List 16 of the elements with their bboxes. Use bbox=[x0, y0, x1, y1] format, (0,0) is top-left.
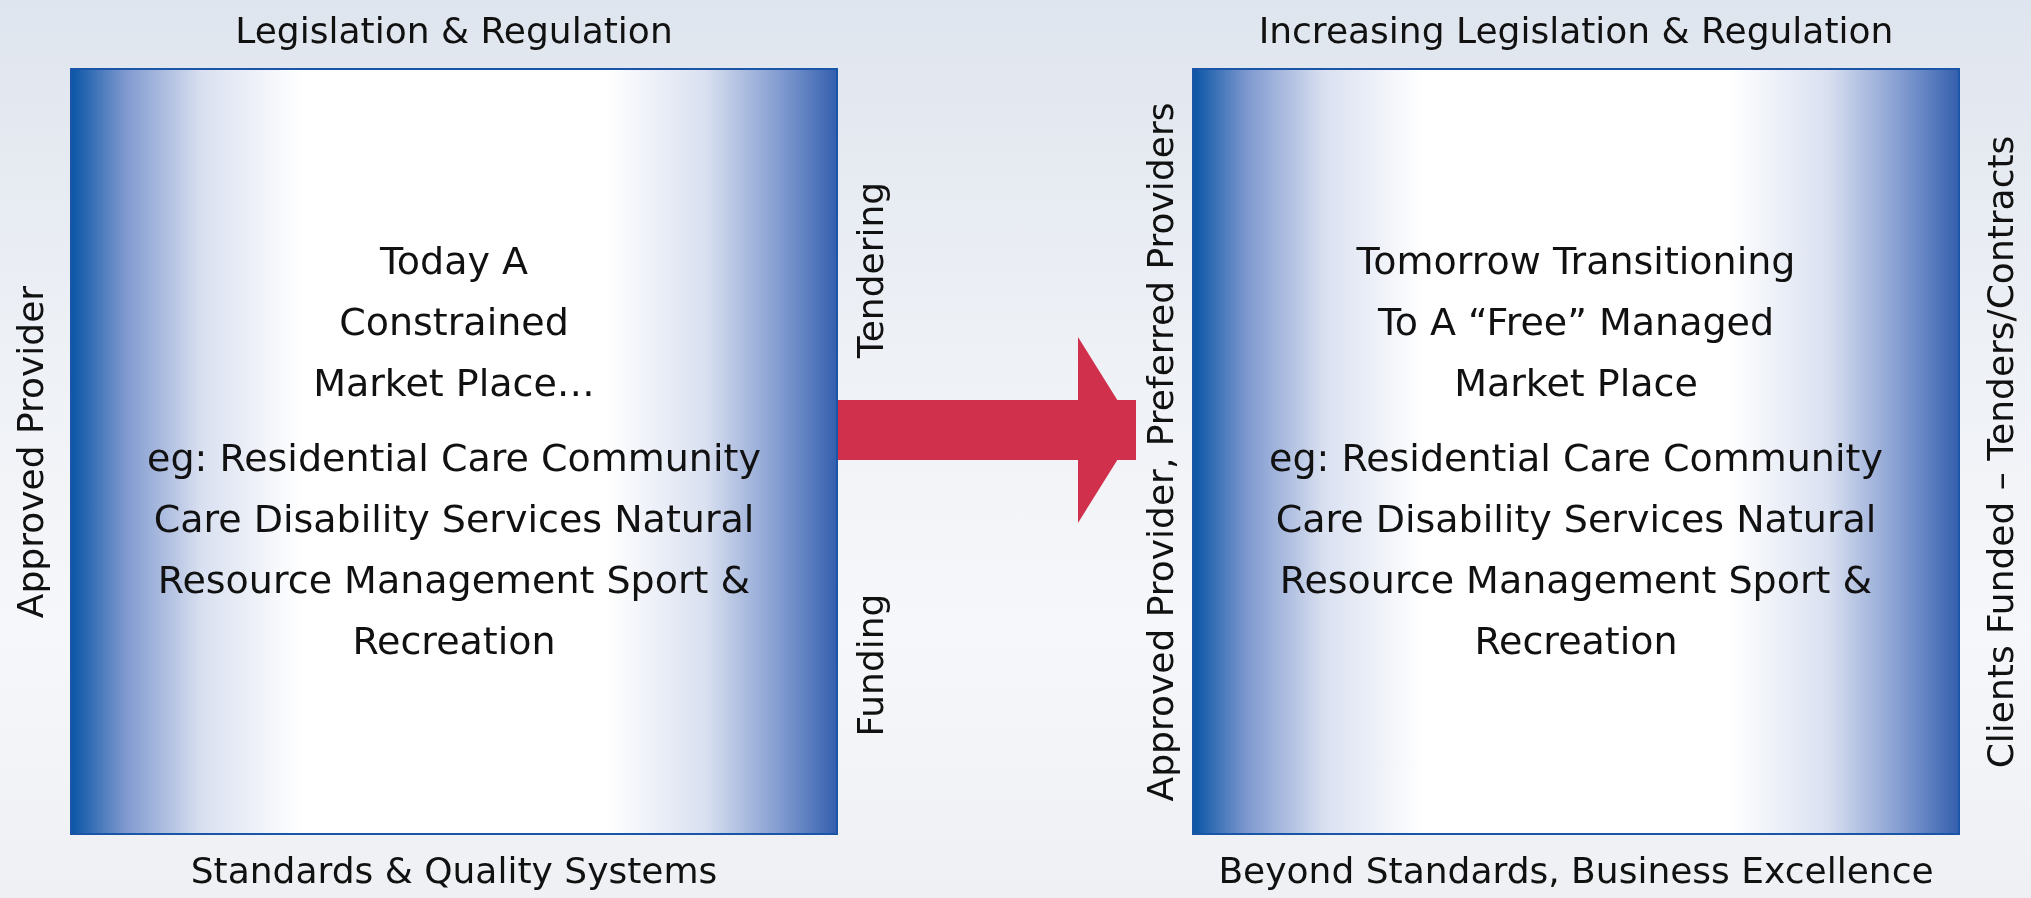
market-box bbox=[1192, 68, 1960, 835]
box-list: eg: Residential Care Community Care Disability Services Natural Resource Management Sport & Recreation bbox=[1266, 428, 1886, 672]
side-label: Funding bbox=[849, 593, 891, 737]
box-heading: Tomorrow Transitioning To A “Free” Managed Market Place bbox=[1355, 238, 1797, 407]
side-label: Increasing Legislation & Regulation bbox=[1258, 9, 1894, 51]
market-box bbox=[70, 68, 838, 835]
block-arrow bbox=[838, 337, 1136, 523]
side-label: Beyond Standards, Business Excellence bbox=[1218, 849, 1934, 891]
side-label: Approved Provider, Preferred Providers bbox=[1139, 102, 1181, 802]
box-list: eg: Residential Care Community Care Disability Services Natural Resource Management Sport & Recreation bbox=[144, 428, 764, 672]
side-label: Standards & Quality Systems bbox=[190, 849, 718, 891]
side-label: Legislation & Regulation bbox=[235, 9, 673, 51]
side-label: Tendering bbox=[849, 181, 891, 359]
side-label: Clients Funded – Tenders/Contracts bbox=[1979, 135, 2021, 769]
side-label: Approved Provider bbox=[9, 285, 51, 619]
box-heading: Today A Constrained Market Place… bbox=[312, 238, 596, 407]
